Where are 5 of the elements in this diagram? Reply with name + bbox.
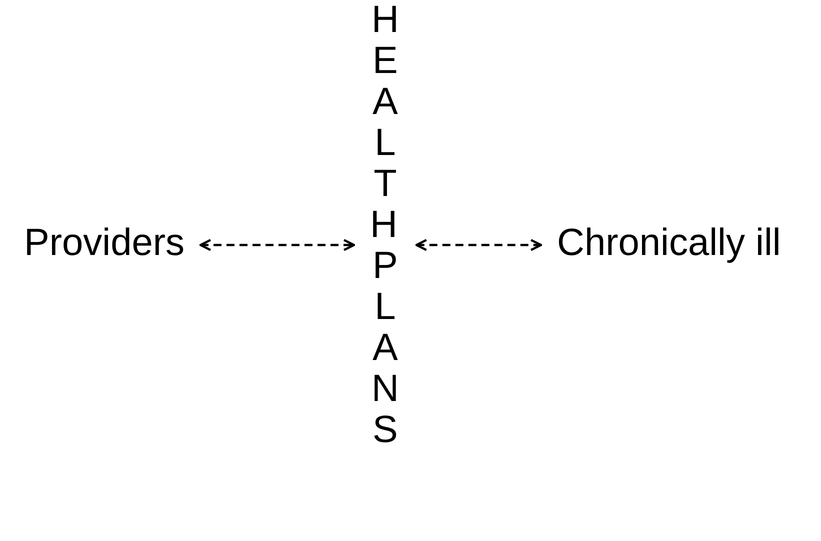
double-arrow <box>199 238 356 252</box>
vertical-title: HEALTH PLANS <box>370 0 400 451</box>
double-arrow <box>415 238 542 252</box>
node-label: Chronically ill <box>557 222 781 266</box>
node-label: Providers <box>24 222 184 266</box>
